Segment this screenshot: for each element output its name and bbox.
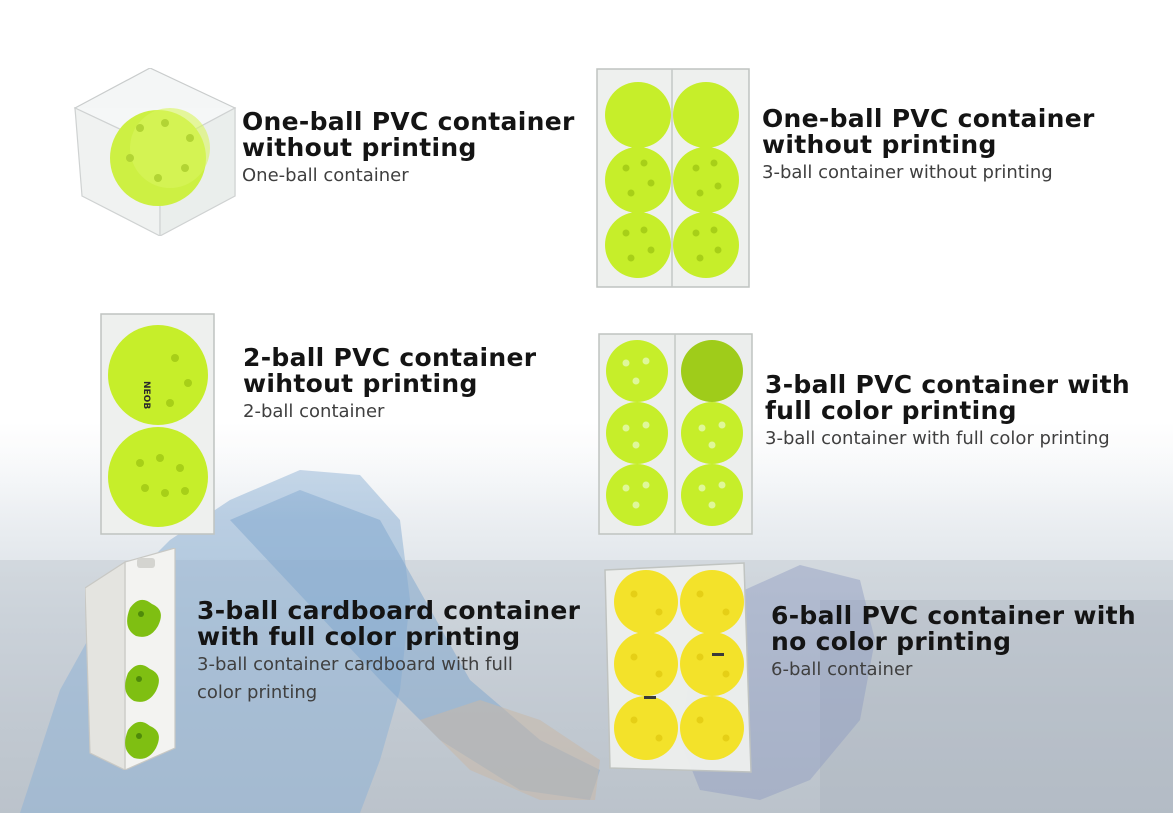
product-4-subtitle: 3-ball container with full color printin…	[765, 425, 1130, 453]
product-5-subtitle-line-1: 3-ball container cardboard with full	[197, 654, 513, 675]
product-6-title-line-1: 6-ball PVC container with	[771, 601, 1136, 630]
yellow-ball-pvc-box-image	[604, 562, 752, 773]
product-3-subtitle-line-1: 2-ball container	[243, 401, 385, 422]
product-1-subtitle-line-1: One-ball container	[242, 165, 409, 186]
product-5-subtitle: 3-ball container cardboard with full col…	[197, 651, 580, 707]
product-1-title-line-1: One-ball PVC container	[242, 107, 575, 136]
product-6-subtitle: 6-ball container	[771, 656, 1136, 684]
product-3-text: 2-ball PVC container wihtout printing 2-…	[243, 345, 536, 426]
product-1-text: One-ball PVC container without printing …	[242, 109, 575, 190]
product-2-title-line-2: without printing	[762, 130, 997, 159]
product-5-title: 3-ball cardboard container with full col…	[197, 598, 580, 650]
product-2-title: One-ball PVC container without printing	[762, 106, 1095, 158]
product-2-text: One-ball PVC container without printing …	[762, 106, 1095, 187]
one-ball-cube-image	[73, 68, 237, 236]
product-2-subtitle: 3-ball container without printing	[762, 159, 1095, 187]
product-1-title: One-ball PVC container without printing	[242, 109, 575, 161]
product-5-subtitle-line-2: color printing	[197, 682, 318, 703]
product-2-title-line-1: One-ball PVC container	[762, 104, 1095, 133]
product-3-title-line-1: 2-ball PVC container	[243, 343, 537, 372]
two-ball-pvc-box-image: NEOB	[100, 313, 215, 535]
ball-brand-print: NEOB	[141, 381, 151, 409]
product-2-subtitle-line-1: 3-ball container without printing	[762, 162, 1053, 183]
product-4-title-line-2: full color printing	[765, 396, 1017, 425]
printed-pvc-box-image	[598, 333, 753, 535]
product-5-text: 3-ball cardboard container with full col…	[197, 598, 580, 707]
product-4-title-line-1: 3-ball PVC container with	[765, 370, 1130, 399]
product-6-subtitle-line-1: 6-ball container	[771, 659, 913, 680]
product-4-subtitle-line-1: 3-ball container with full color printin…	[765, 428, 1110, 449]
product-6-title: 6-ball PVC container with no color print…	[771, 603, 1136, 655]
product-1-subtitle: One-ball container	[242, 162, 575, 190]
product-3-title-line-2: wihtout printing	[243, 369, 478, 398]
product-4-text: 3-ball PVC container with full color pri…	[765, 372, 1130, 453]
product-5-title-line-2: with full color printing	[197, 622, 521, 651]
product-3-subtitle: 2-ball container	[243, 398, 536, 426]
product-4-title: 3-ball PVC container with full color pri…	[765, 372, 1130, 424]
six-ball-pvc-box-image	[596, 68, 750, 288]
product-3-title: 2-ball PVC container wihtout printing	[243, 345, 536, 397]
player-hand	[420, 700, 600, 800]
cardboard-box-image	[85, 548, 176, 770]
product-6-text: 6-ball PVC container with no color print…	[771, 603, 1136, 684]
product-6-title-line-2: no color printing	[771, 627, 1012, 656]
product-1-title-line-2: without printing	[242, 133, 477, 162]
product-5-title-line-1: 3-ball cardboard container	[197, 596, 581, 625]
